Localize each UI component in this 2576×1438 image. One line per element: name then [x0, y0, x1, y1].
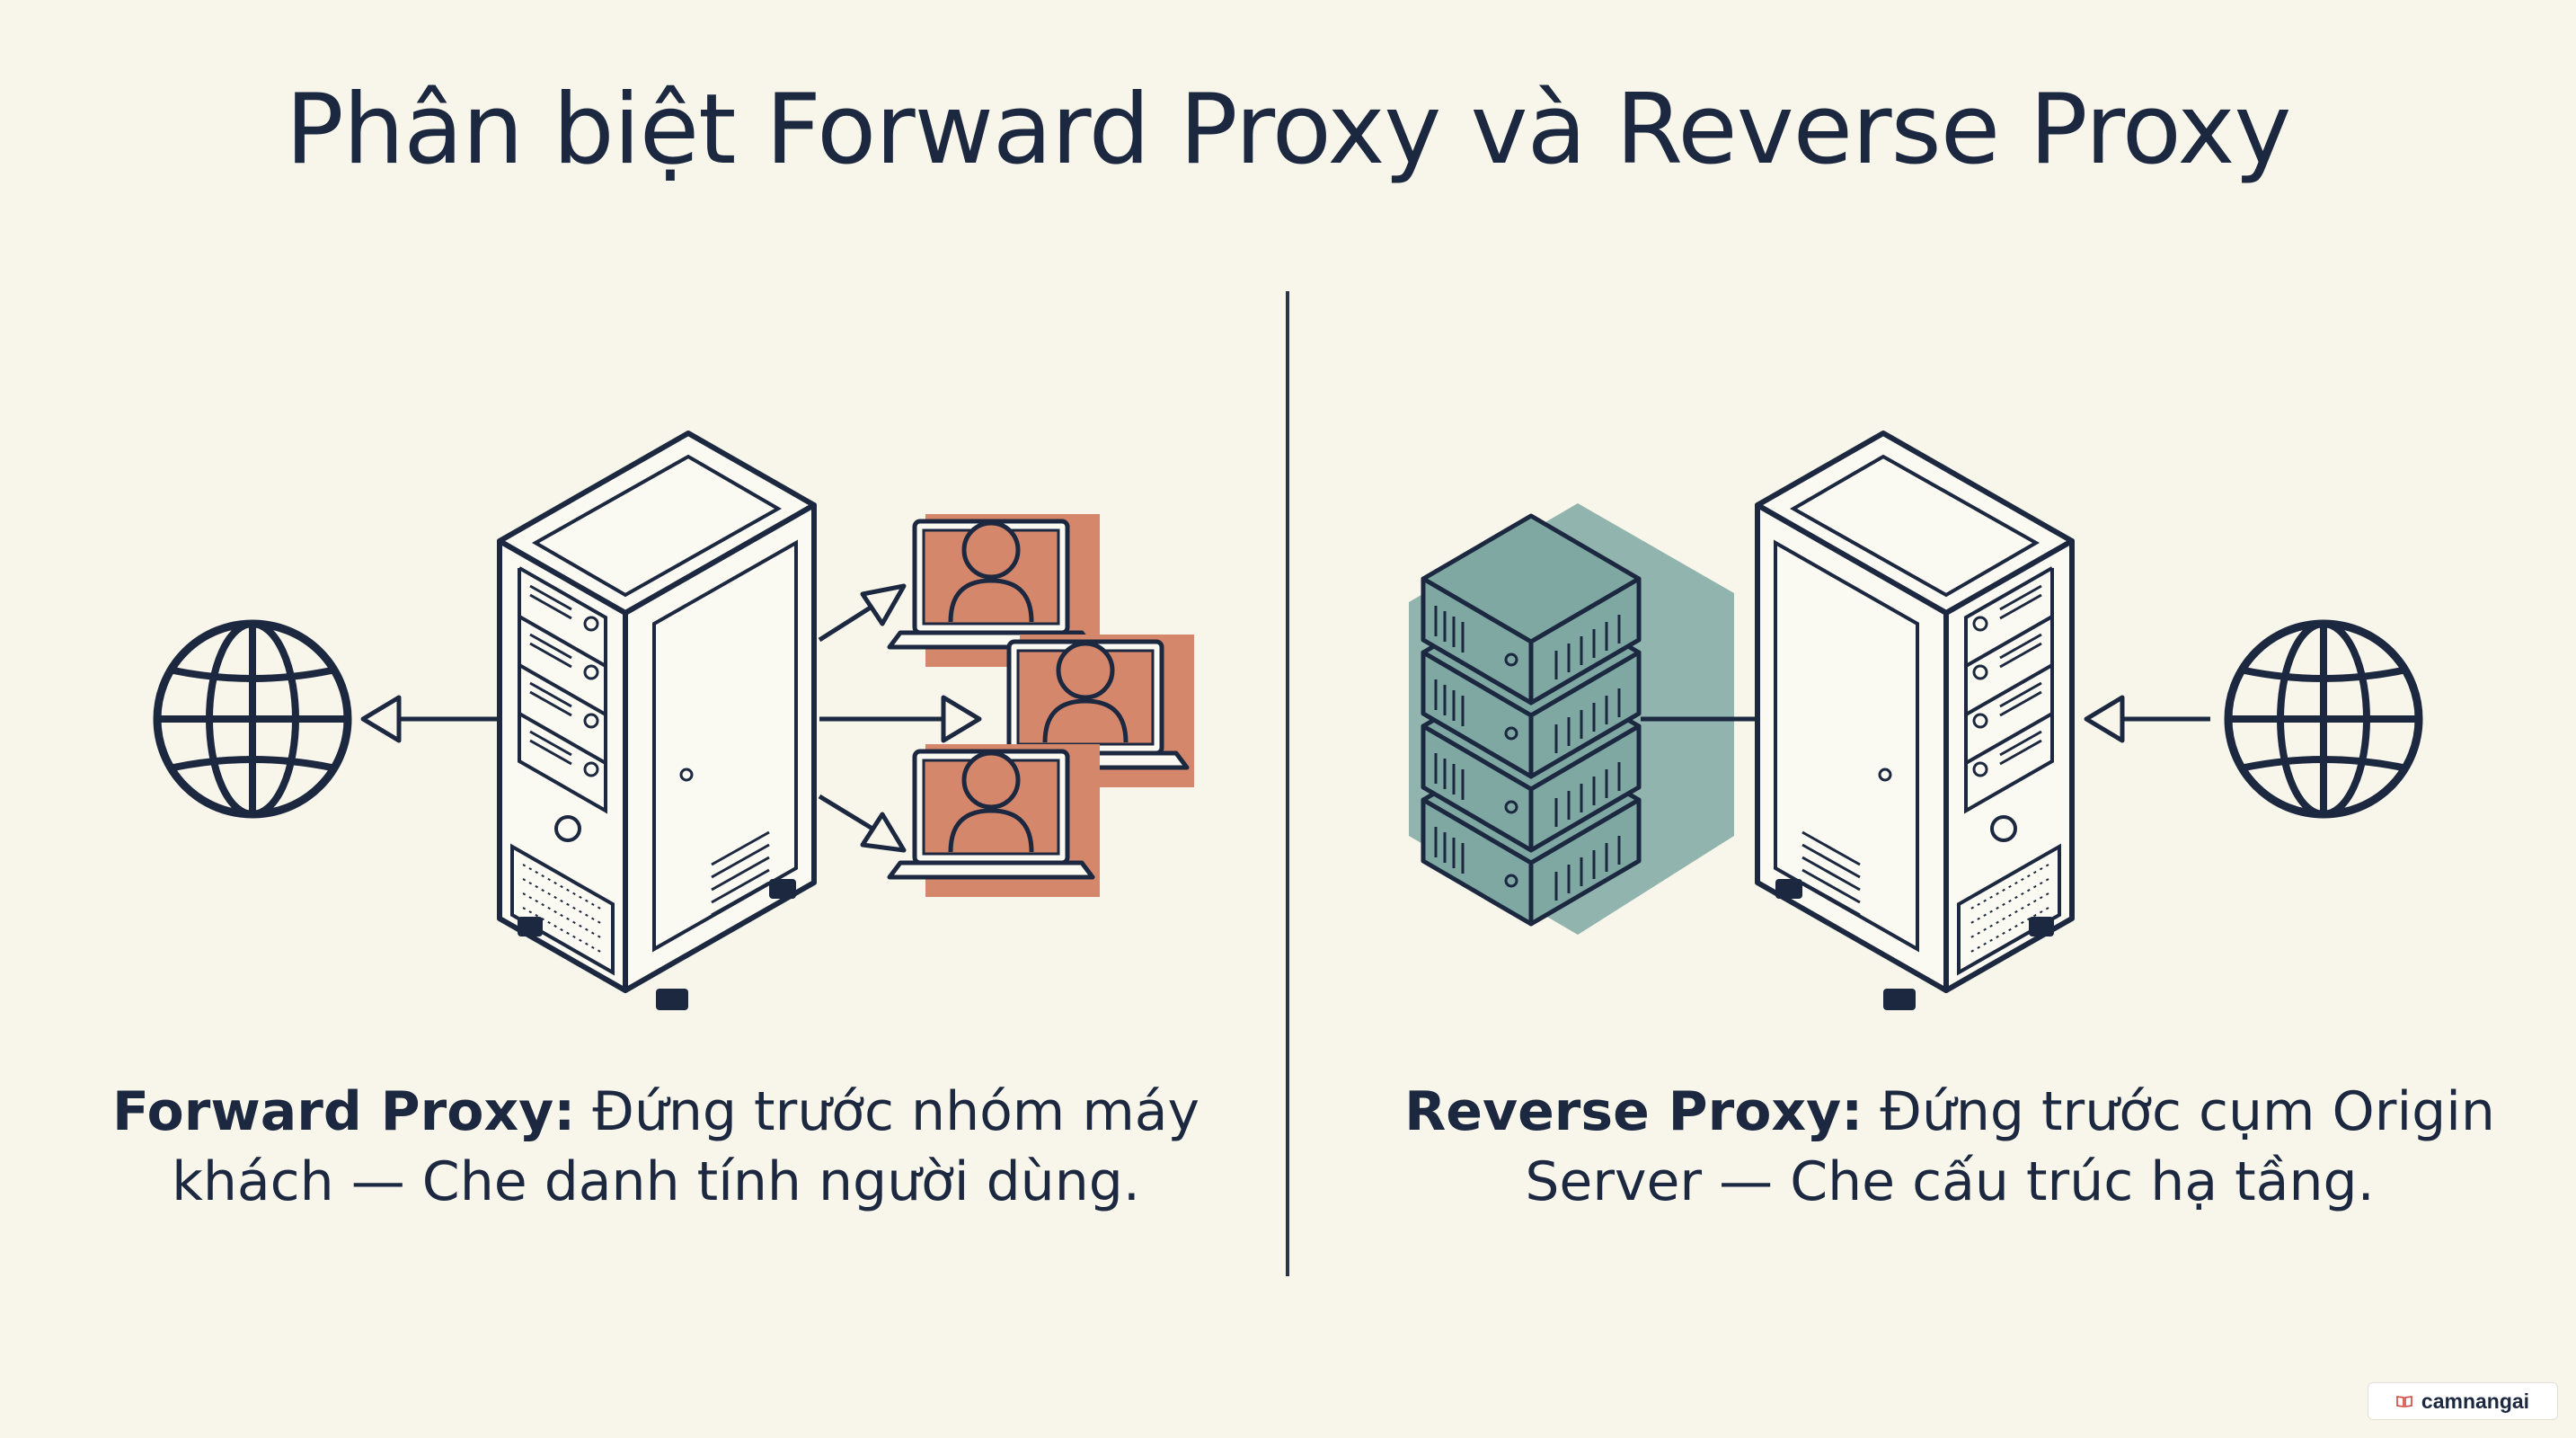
globe-icon — [157, 624, 348, 814]
reverse-proxy-caption: Reverse Proxy: Đứng trước cụm Origin Ser… — [1366, 1077, 2534, 1217]
logo-icon — [2396, 1396, 2412, 1407]
forward-proxy-term: Forward Proxy: — [111, 1080, 576, 1143]
watermark-badge[interactable]: camnangai — [2368, 1382, 2558, 1420]
forward-proxy-desc-1: Đứng trước nhóm máy — [592, 1080, 1200, 1143]
arrow-icon — [819, 695, 982, 743]
center-divider — [1286, 291, 1289, 1276]
watermark-text: camnangai — [2421, 1389, 2530, 1413]
arrow-icon — [2084, 695, 2210, 743]
arrow-icon — [818, 583, 907, 643]
globe-icon — [2228, 624, 2419, 814]
arrow-icon — [360, 695, 499, 743]
forward-proxy-caption: Forward Proxy: Đứng trước nhóm máy khách… — [72, 1077, 1240, 1217]
reverse-proxy-desc-1: Đứng trước cụm Origin — [1880, 1080, 2495, 1143]
proxy-server-tower-icon — [500, 433, 814, 1010]
reverse-proxy-term: Reverse Proxy: — [1404, 1080, 1863, 1143]
client-laptop-icon — [890, 744, 1100, 897]
forward-proxy-caption-line-1: Forward Proxy: Đứng trước nhóm máy — [72, 1077, 1240, 1147]
origin-server-stack-icon — [1409, 503, 1734, 935]
reverse-proxy-desc-2: Server — Che cấu trúc hạ tầng. — [1525, 1150, 2375, 1213]
page-title: Phân biệt Forward Proxy và Reverse Proxy — [285, 74, 2292, 186]
proxy-server-tower-icon — [1757, 433, 2072, 1010]
reverse-proxy-caption-line-1: Reverse Proxy: Đứng trước cụm Origin — [1366, 1077, 2534, 1147]
forward-proxy-desc-2: khách — Che danh tính người dùng. — [172, 1150, 1140, 1213]
arrow-icon — [818, 794, 907, 853]
